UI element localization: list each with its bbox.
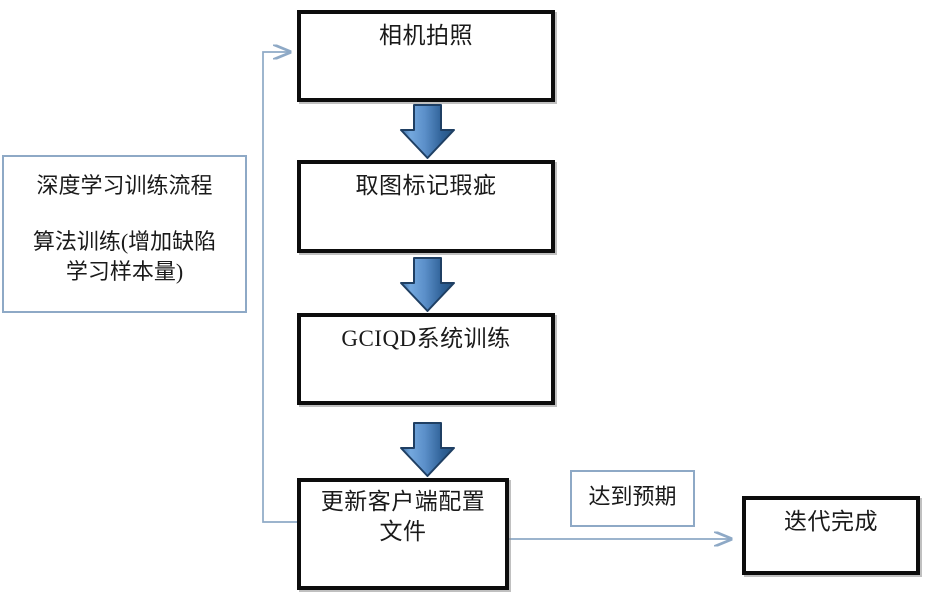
node-iteration-complete-label: 迭代完成	[784, 509, 878, 534]
note-line-1: 深度学习训练流程	[36, 173, 213, 198]
node-iteration-complete[interactable]: 迭代完成	[742, 496, 920, 575]
node-capture[interactable]: 相机拍照	[297, 10, 555, 102]
edge-label-text: 达到预期	[588, 484, 677, 509]
edge-label-box: 达到预期	[570, 470, 695, 527]
node-capture-label: 相机拍照	[379, 23, 473, 48]
node-gciqd-training-label: GCIQD系统训练	[341, 326, 511, 351]
training-flow-note-box: 深度学习训练流程 算法训练(增加缺陷 学习样本量)	[2, 155, 247, 313]
node-gciqd-training[interactable]: GCIQD系统训练	[297, 313, 555, 405]
block-down-arrow-icon	[400, 257, 455, 312]
block-down-arrow-icon	[400, 422, 455, 477]
feedback-loop-arrow-icon	[262, 52, 297, 523]
note-line-2: 算法训练(增加缺陷	[32, 229, 217, 254]
node-update-client-config[interactable]: 更新客户端配置 文件	[297, 478, 509, 590]
node-update-client-config-label-line1: 更新客户端配置	[320, 489, 486, 514]
node-mark-defects-label: 取图标记瑕疵	[355, 173, 497, 198]
block-down-arrow-icon	[400, 104, 455, 159]
node-update-client-config-label-line2: 文件	[379, 519, 427, 544]
note-line-3: 学习样本量)	[65, 259, 184, 284]
node-mark-defects[interactable]: 取图标记瑕疵	[297, 160, 555, 253]
